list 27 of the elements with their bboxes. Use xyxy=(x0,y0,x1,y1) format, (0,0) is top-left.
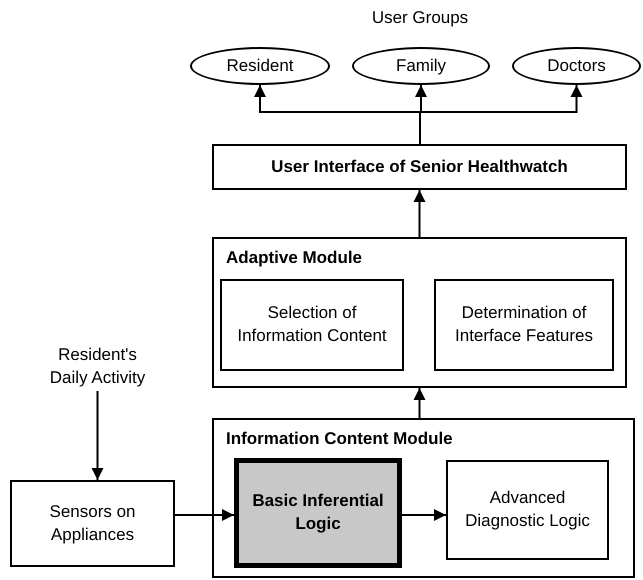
node-label: User Interface of Senior Healthwatch xyxy=(271,156,568,178)
arrow xyxy=(414,388,426,418)
process-box xyxy=(10,480,175,567)
module-box xyxy=(212,237,627,388)
arrow xyxy=(175,509,234,521)
process-box xyxy=(446,460,609,560)
arrow xyxy=(92,391,104,480)
arrow xyxy=(419,85,582,144)
module-box xyxy=(212,418,635,578)
node-label: Doctors xyxy=(547,54,606,77)
node-label: Adaptive Module xyxy=(226,247,362,269)
node-label: Advanced Diagnostic Logic xyxy=(464,487,591,532)
node-label: Information Content Module xyxy=(226,428,453,450)
node-label: Determination of Interface Features xyxy=(454,302,594,347)
arrow xyxy=(414,190,426,237)
process-box xyxy=(434,279,614,371)
interface-box xyxy=(212,144,627,190)
logic-box xyxy=(234,458,402,568)
node-label: Sensors on Appliances xyxy=(48,500,136,546)
node-label: Selection of Information Content xyxy=(236,302,388,347)
node-label: Basic Inferential Logic xyxy=(251,490,385,535)
node-label: Resident xyxy=(226,54,294,77)
node-label: Family xyxy=(396,54,446,77)
node-label: Resident's Daily Activity xyxy=(48,344,146,389)
arrow xyxy=(402,509,446,521)
group-label: User Groups xyxy=(370,8,470,28)
process-box xyxy=(220,279,404,371)
